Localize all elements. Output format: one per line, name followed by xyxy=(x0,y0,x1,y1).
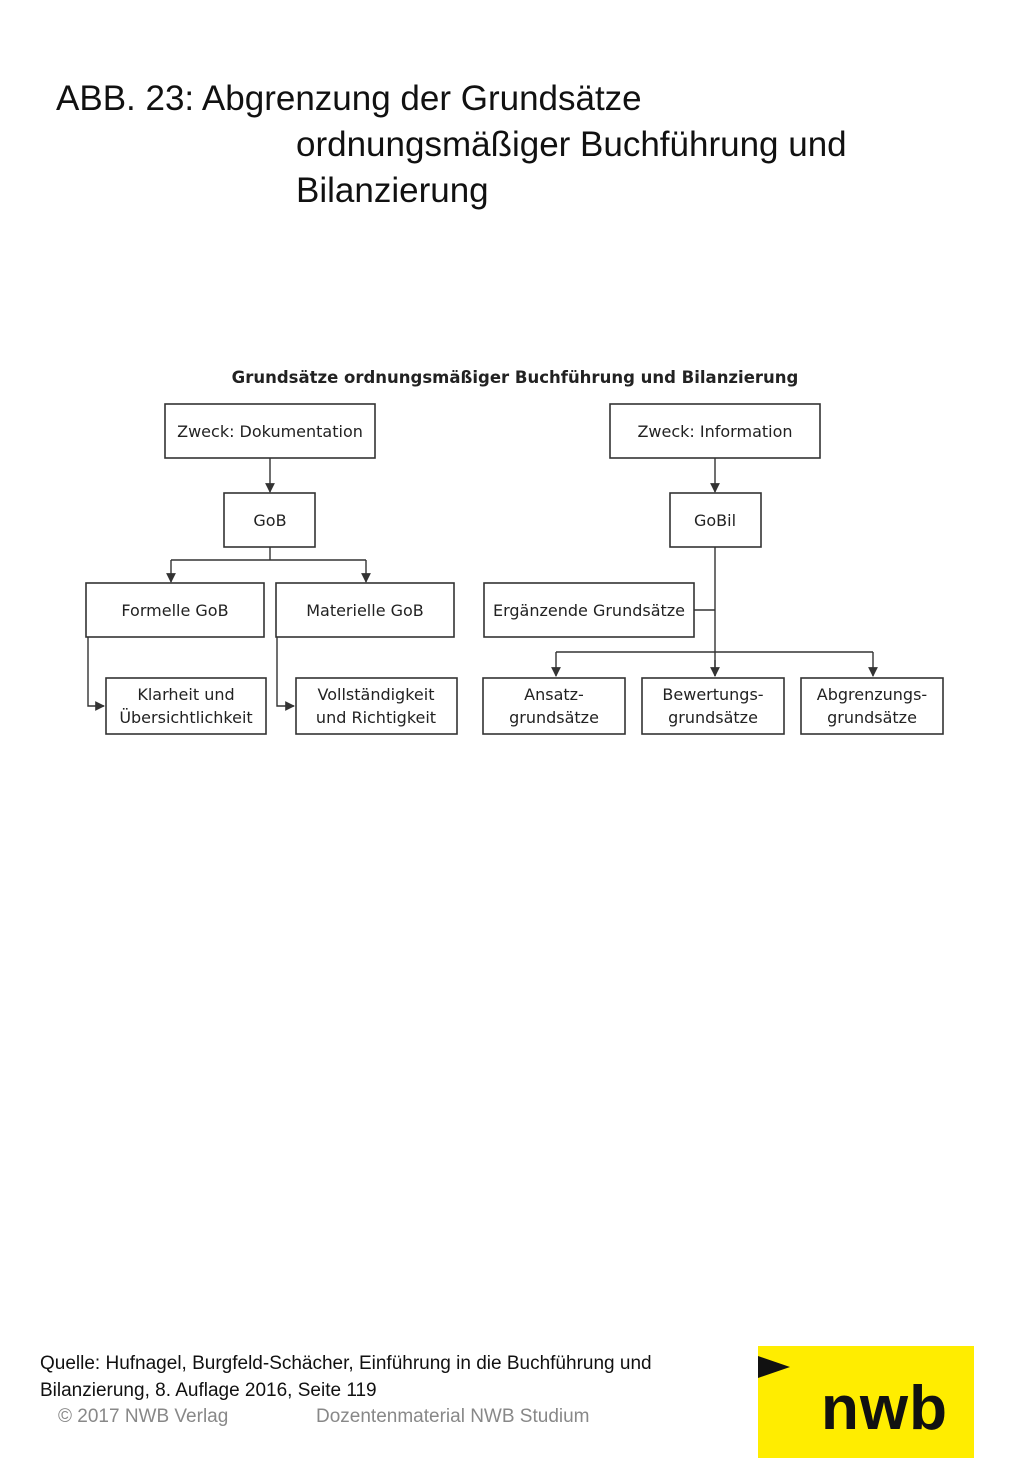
box-gobil-label: GoBil xyxy=(694,511,736,530)
connector-formelle-klarheit xyxy=(87,637,105,711)
slide-title-line3: Bilanzierung xyxy=(296,171,489,210)
connector-gob-split xyxy=(171,547,366,561)
box-vollstaendigkeit-line2: und Richtigkeit xyxy=(316,708,436,727)
slide-title: ABB. 23: Abgrenzung der Grundsätze ordnu… xyxy=(56,76,956,214)
box-zweck-information-label: Zweck: Information xyxy=(637,422,792,441)
connector-materielle-vollstaendigkeit xyxy=(276,637,295,711)
box-abgrenzung-line2: grundsätze xyxy=(827,708,917,727)
box-zweck-dokumentation: Zweck: Dokumentation xyxy=(164,403,376,459)
box-ergaenzende-label: Ergänzende Grundsätze xyxy=(493,601,685,620)
source-line2: Bilanzierung, 8. Auflage 2016, Seite 119 xyxy=(40,1380,377,1401)
box-bewertung-line2: grundsätze xyxy=(668,708,758,727)
slide-title-line2: ordnungsmäßiger Buchführung und xyxy=(296,125,847,164)
box-klarheit-line1: Klarheit und xyxy=(137,685,234,704)
box-klarheit-line2: Übersichtlichkeit xyxy=(119,708,252,727)
box-bewertungsgrundsaetze: Bewertungs- grundsätze xyxy=(641,677,785,735)
box-materielle-gob-label: Materielle GoB xyxy=(306,601,424,620)
box-zweck-dokumentation-label: Zweck: Dokumentation xyxy=(177,422,363,441)
box-ansatzgrundsaetze: Ansatz- grundsätze xyxy=(482,677,626,735)
box-gob: GoB xyxy=(223,492,316,548)
box-zweck-information: Zweck: Information xyxy=(609,403,821,459)
gob-diagram: Grundsätze ordnungsmäßiger Buchführung u… xyxy=(85,368,944,735)
box-gob-label: GoB xyxy=(253,511,286,530)
box-gobil: GoBil xyxy=(669,492,762,548)
box-vollstaendigkeit: Vollständigkeit und Richtigkeit xyxy=(295,677,458,735)
footer-copyright: © 2017 NWB Verlag xyxy=(58,1406,229,1427)
source-line1: Quelle: Hufnagel, Burgfeld-Schächer, Ein… xyxy=(40,1353,652,1374)
box-klarheit: Klarheit und Übersichtlichkeit xyxy=(105,677,267,735)
box-abgrenzungsgrundsaetze: Abgrenzungs- grundsätze xyxy=(800,677,944,735)
source-citation: Quelle: Hufnagel, Burgfeld-Schächer, Ein… xyxy=(40,1350,780,1404)
box-formelle-gob: Formelle GoB xyxy=(85,582,265,638)
slide-title-line1: ABB. 23: Abgrenzung der Grundsätze xyxy=(56,79,642,118)
box-ansatz-line1: Ansatz- xyxy=(524,685,584,704)
box-materielle-gob: Materielle GoB xyxy=(275,582,455,638)
box-formelle-gob-label: Formelle GoB xyxy=(121,601,228,620)
box-bewertung-line1: Bewertungs- xyxy=(662,685,763,704)
box-ergaenzende-grundsaetze: Ergänzende Grundsätze xyxy=(483,582,695,638)
diagram-title: Grundsätze ordnungsmäßiger Buchführung u… xyxy=(232,368,799,387)
logo-arrow-icon xyxy=(758,1356,790,1378)
footer-material: Dozentenmaterial NWB Studium xyxy=(316,1406,590,1427)
logo-wordmark: nwb xyxy=(821,1374,948,1443)
box-abgrenzung-line1: Abgrenzungs- xyxy=(817,685,927,704)
box-ansatz-line2: grundsätze xyxy=(509,708,599,727)
connector-gobil-trunk xyxy=(694,547,716,676)
box-vollstaendigkeit-line1: Vollständigkeit xyxy=(318,685,435,704)
nwb-logo: nwb xyxy=(758,1346,974,1458)
